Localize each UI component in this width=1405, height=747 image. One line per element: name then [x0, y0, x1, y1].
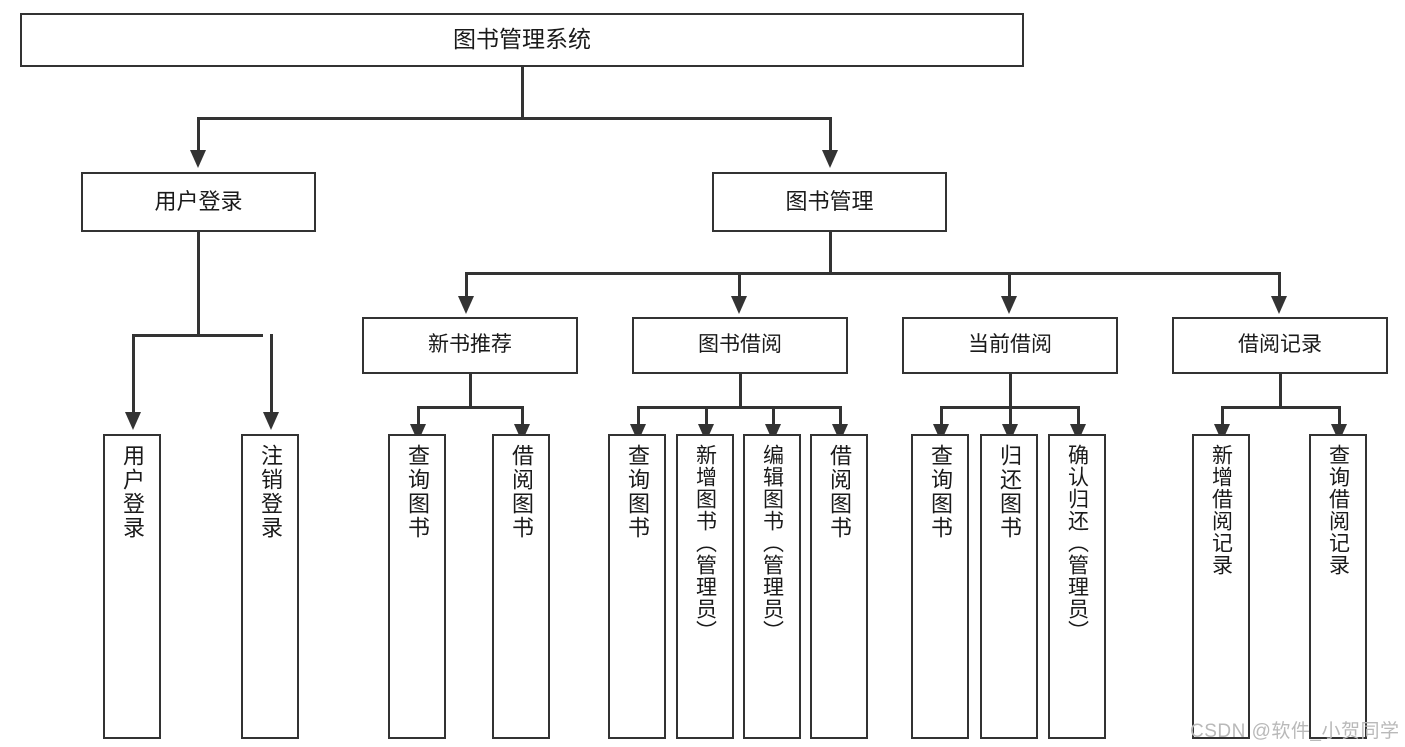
node-label: 注销登录 [258, 444, 283, 540]
node-label: 用户登录 [154, 189, 243, 215]
node-label: 借阅图书 [509, 444, 534, 540]
leaf-new-book-2[interactable]: 借阅图书 [492, 434, 550, 739]
arrow-root-to-user-login [190, 150, 206, 168]
node-label: 查询借阅记录 [1326, 444, 1350, 576]
arrow-book-mgmt-to-record [1271, 296, 1287, 314]
edge-current-borrow-stem [1009, 374, 1012, 408]
node-root-system[interactable]: 图书管理系统 [20, 13, 1024, 67]
edge-new-book-bar [418, 406, 522, 409]
leaf-book-borrow-2[interactable]: 新增图书（管理员） [676, 434, 734, 739]
csdn-watermark: CSDN @软件_小贺同学 [1190, 721, 1400, 742]
node-label: 查询图书 [928, 444, 953, 540]
arrow-root-to-book-mgmt [822, 150, 838, 168]
node-label: 新书推荐 [428, 333, 512, 357]
node-label: 编辑图书（管理员） [760, 444, 784, 642]
arrow-book-mgmt-to-current [1001, 296, 1017, 314]
edge-book-borrow-to-leaf-3 [772, 406, 775, 428]
edge-user-login-stem [197, 232, 200, 336]
edge-new-book-stem [469, 374, 472, 408]
node-label: 新增借阅记录 [1209, 444, 1233, 576]
edge-current-borrow-to-leaf-1 [940, 406, 943, 428]
node-label: 查询图书 [625, 444, 650, 540]
node-label: 借阅图书 [827, 444, 852, 540]
node-label: 借阅记录 [1238, 333, 1322, 357]
leaf-user-login-2[interactable]: 注销登录 [241, 434, 299, 739]
edge-root-to-user-login [197, 117, 200, 153]
edge-book-mgmt-stem [829, 232, 832, 274]
edge-borrow-record-bar [1222, 406, 1339, 409]
leaf-book-borrow-4[interactable]: 借阅图书 [810, 434, 868, 739]
edge-user-login-to-leaf-2 [270, 334, 273, 414]
edge-current-borrow-to-leaf-2 [1009, 406, 1012, 428]
node-borrow-record[interactable]: 借阅记录 [1172, 317, 1388, 374]
arrow-book-mgmt-to-new-book [458, 296, 474, 314]
leaf-user-login-1[interactable]: 用户登录 [103, 434, 161, 739]
edge-book-borrow-stem [739, 374, 742, 408]
arrow-user-login-to-leaf-1 [125, 412, 141, 430]
node-label: 归还图书 [997, 444, 1022, 540]
leaf-book-borrow-1[interactable]: 查询图书 [608, 434, 666, 739]
edge-new-book-to-leaf-2 [521, 406, 524, 428]
edge-book-mgmt-to-borrow [738, 272, 741, 300]
edge-current-borrow-to-leaf-3 [1077, 406, 1080, 428]
edge-root-bar [198, 117, 831, 120]
node-label: 图书借阅 [698, 333, 782, 357]
arrow-book-mgmt-to-borrow [731, 296, 747, 314]
edge-book-borrow-to-leaf-4 [839, 406, 842, 428]
edge-user-login-to-leaf-1 [132, 334, 135, 414]
arrow-user-login-to-leaf-2 [263, 412, 279, 430]
leaf-current-borrow-1[interactable]: 查询图书 [911, 434, 969, 739]
node-new-book-recommend[interactable]: 新书推荐 [362, 317, 578, 374]
edge-book-mgmt-to-current [1008, 272, 1011, 300]
node-book-borrow[interactable]: 图书借阅 [632, 317, 848, 374]
leaf-current-borrow-3[interactable]: 确认归还（管理员） [1048, 434, 1106, 739]
edge-book-mgmt-bar [466, 272, 1280, 275]
edge-new-book-to-leaf-1 [417, 406, 420, 428]
node-label: 新增图书（管理员） [693, 444, 717, 642]
edge-book-borrow-bar [638, 406, 841, 409]
leaf-borrow-record-1[interactable]: 新增借阅记录 [1192, 434, 1250, 739]
node-label: 图书管理系统 [453, 26, 591, 53]
node-label: 图书管理 [785, 189, 874, 215]
node-label: 确认归还（管理员） [1065, 444, 1089, 642]
node-user-login[interactable]: 用户登录 [81, 172, 316, 232]
leaf-book-borrow-3[interactable]: 编辑图书（管理员） [743, 434, 801, 739]
edge-borrow-record-to-leaf-1 [1221, 406, 1224, 428]
edge-root-to-book-mgmt [829, 117, 832, 153]
edge-book-borrow-to-leaf-1 [637, 406, 640, 428]
edge-book-mgmt-to-new-book [465, 272, 468, 300]
edge-root-stem [521, 67, 524, 119]
node-current-borrow[interactable]: 当前借阅 [902, 317, 1118, 374]
node-label: 用户登录 [120, 444, 145, 540]
node-label: 查询图书 [405, 444, 430, 540]
leaf-borrow-record-2[interactable]: 查询借阅记录 [1309, 434, 1367, 739]
leaf-new-book-1[interactable]: 查询图书 [388, 434, 446, 739]
edge-user-login-bar [133, 334, 263, 337]
node-book-management[interactable]: 图书管理 [712, 172, 947, 232]
edge-book-mgmt-to-record [1278, 272, 1281, 300]
edge-borrow-record-stem [1279, 374, 1282, 408]
leaf-current-borrow-2[interactable]: 归还图书 [980, 434, 1038, 739]
edge-borrow-record-to-leaf-2 [1338, 406, 1341, 428]
edge-book-borrow-to-leaf-2 [705, 406, 708, 428]
node-label: 当前借阅 [968, 333, 1052, 357]
